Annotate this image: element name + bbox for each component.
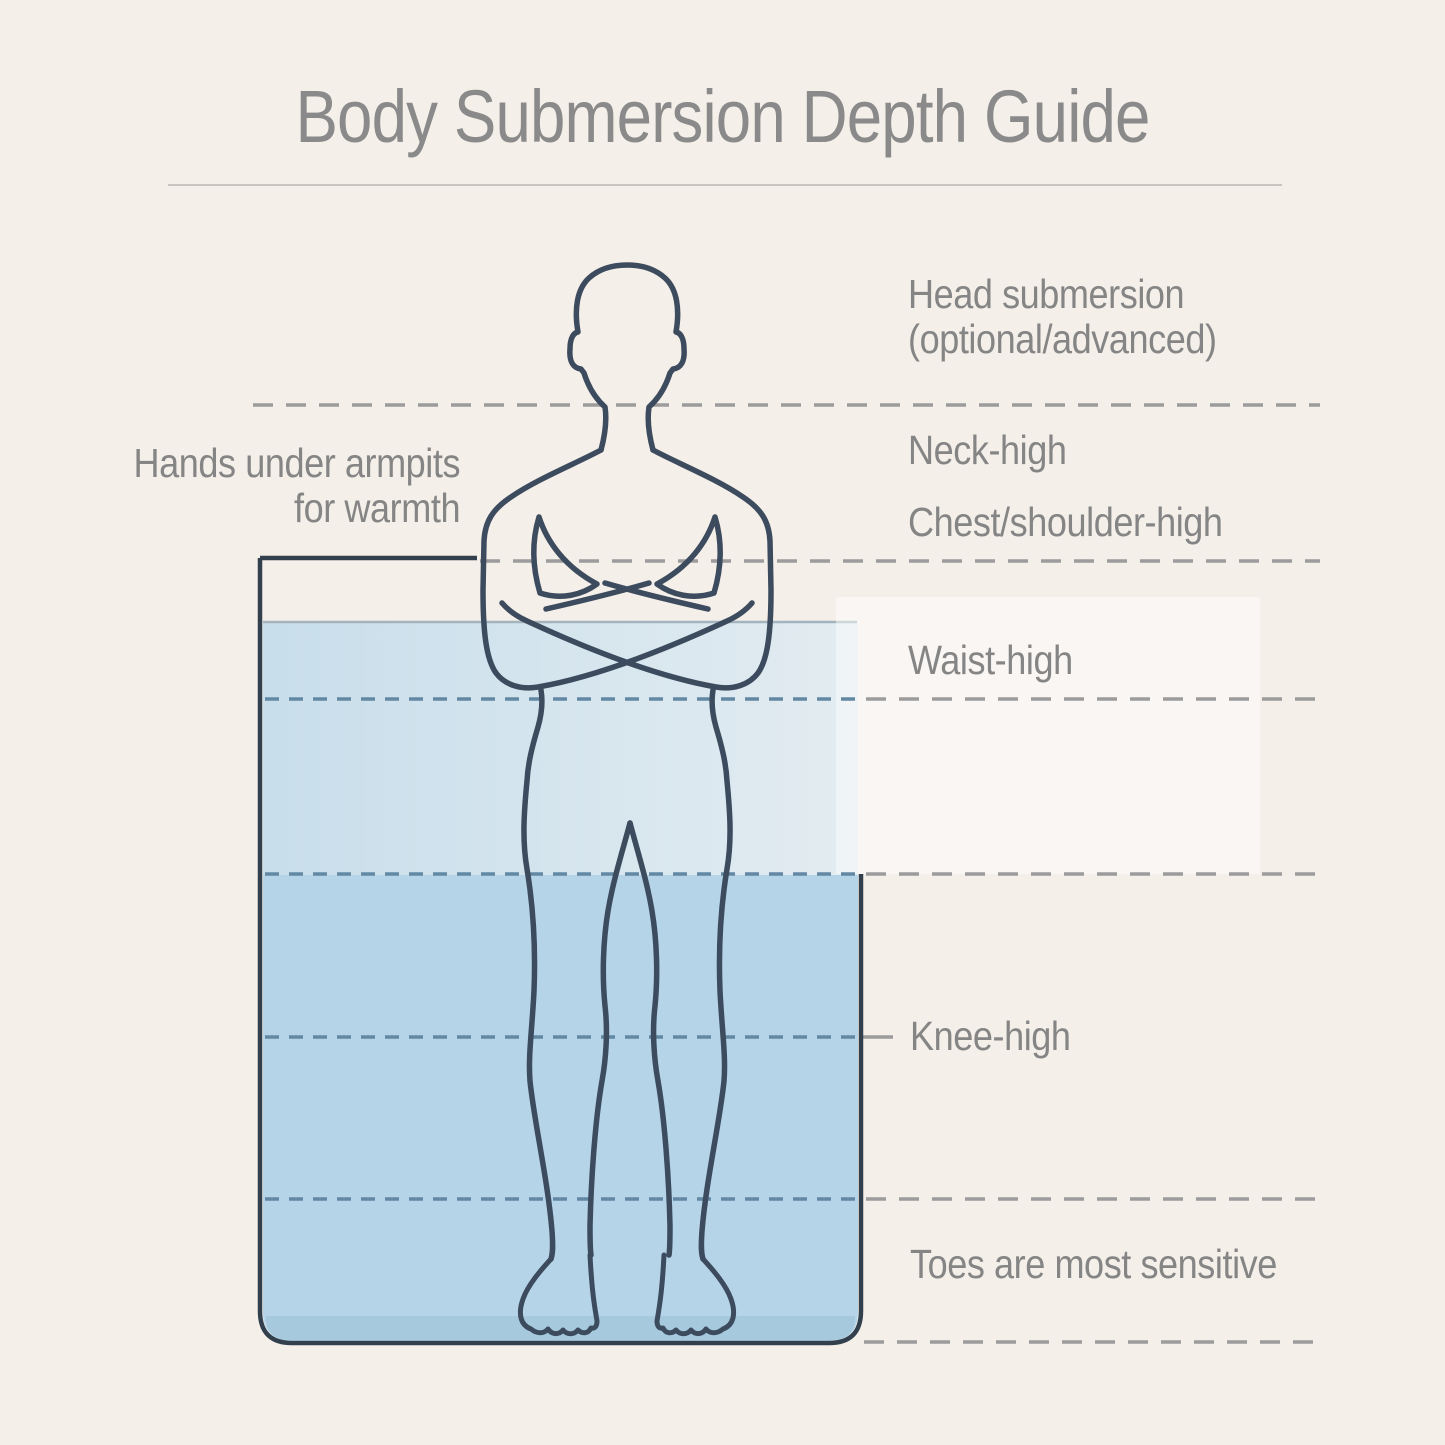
person-figure [480,262,774,1337]
label-hands-line1: Hands under armpits [133,440,460,486]
label-neck-high: Neck-high [908,427,1067,473]
left-inner-leg [587,820,633,1258]
highlight-patch [836,597,1260,874]
water-upper-region [263,622,858,875]
label-hands-under-armpits: Hands under armpits for warmth [133,441,460,531]
ice-bath-water [263,620,858,1341]
right-arm [499,447,774,691]
label-hands-line2: for warmth [293,485,460,531]
left-foot [517,1252,600,1337]
label-toes-sensitive: Toes are most sensitive [910,1241,1277,1287]
tub-floor [266,1314,855,1340]
right-inner-leg [627,820,673,1258]
left-torso-and-leg [521,687,556,1262]
forearm-edges [543,580,711,612]
label-waist-high: Waist-high [908,637,1073,683]
water-lower-region [263,874,858,1341]
left-arm [480,447,755,691]
label-head-submersion-line1: Head submersion [908,271,1185,317]
head-and-neck [567,262,687,453]
label-head-submersion: Head submersion (optional/advanced) [908,272,1217,362]
depth-lines [253,403,1320,1344]
label-knee-high: Knee-high [910,1013,1071,1059]
page-title: Body Submersion Depth Guide [295,75,1150,158]
left-hand-tucked [531,514,600,599]
right-hand-tucked [654,514,723,599]
title-divider [168,184,1282,186]
right-torso-and-leg [698,687,733,1262]
ice-bath-tub [257,555,864,1346]
label-head-submersion-line2: (optional/advanced) [908,316,1217,362]
label-chest-shoulder-high: Chest/shoulder-high [908,499,1223,545]
tub-outline [257,558,864,1346]
right-foot [654,1252,737,1337]
